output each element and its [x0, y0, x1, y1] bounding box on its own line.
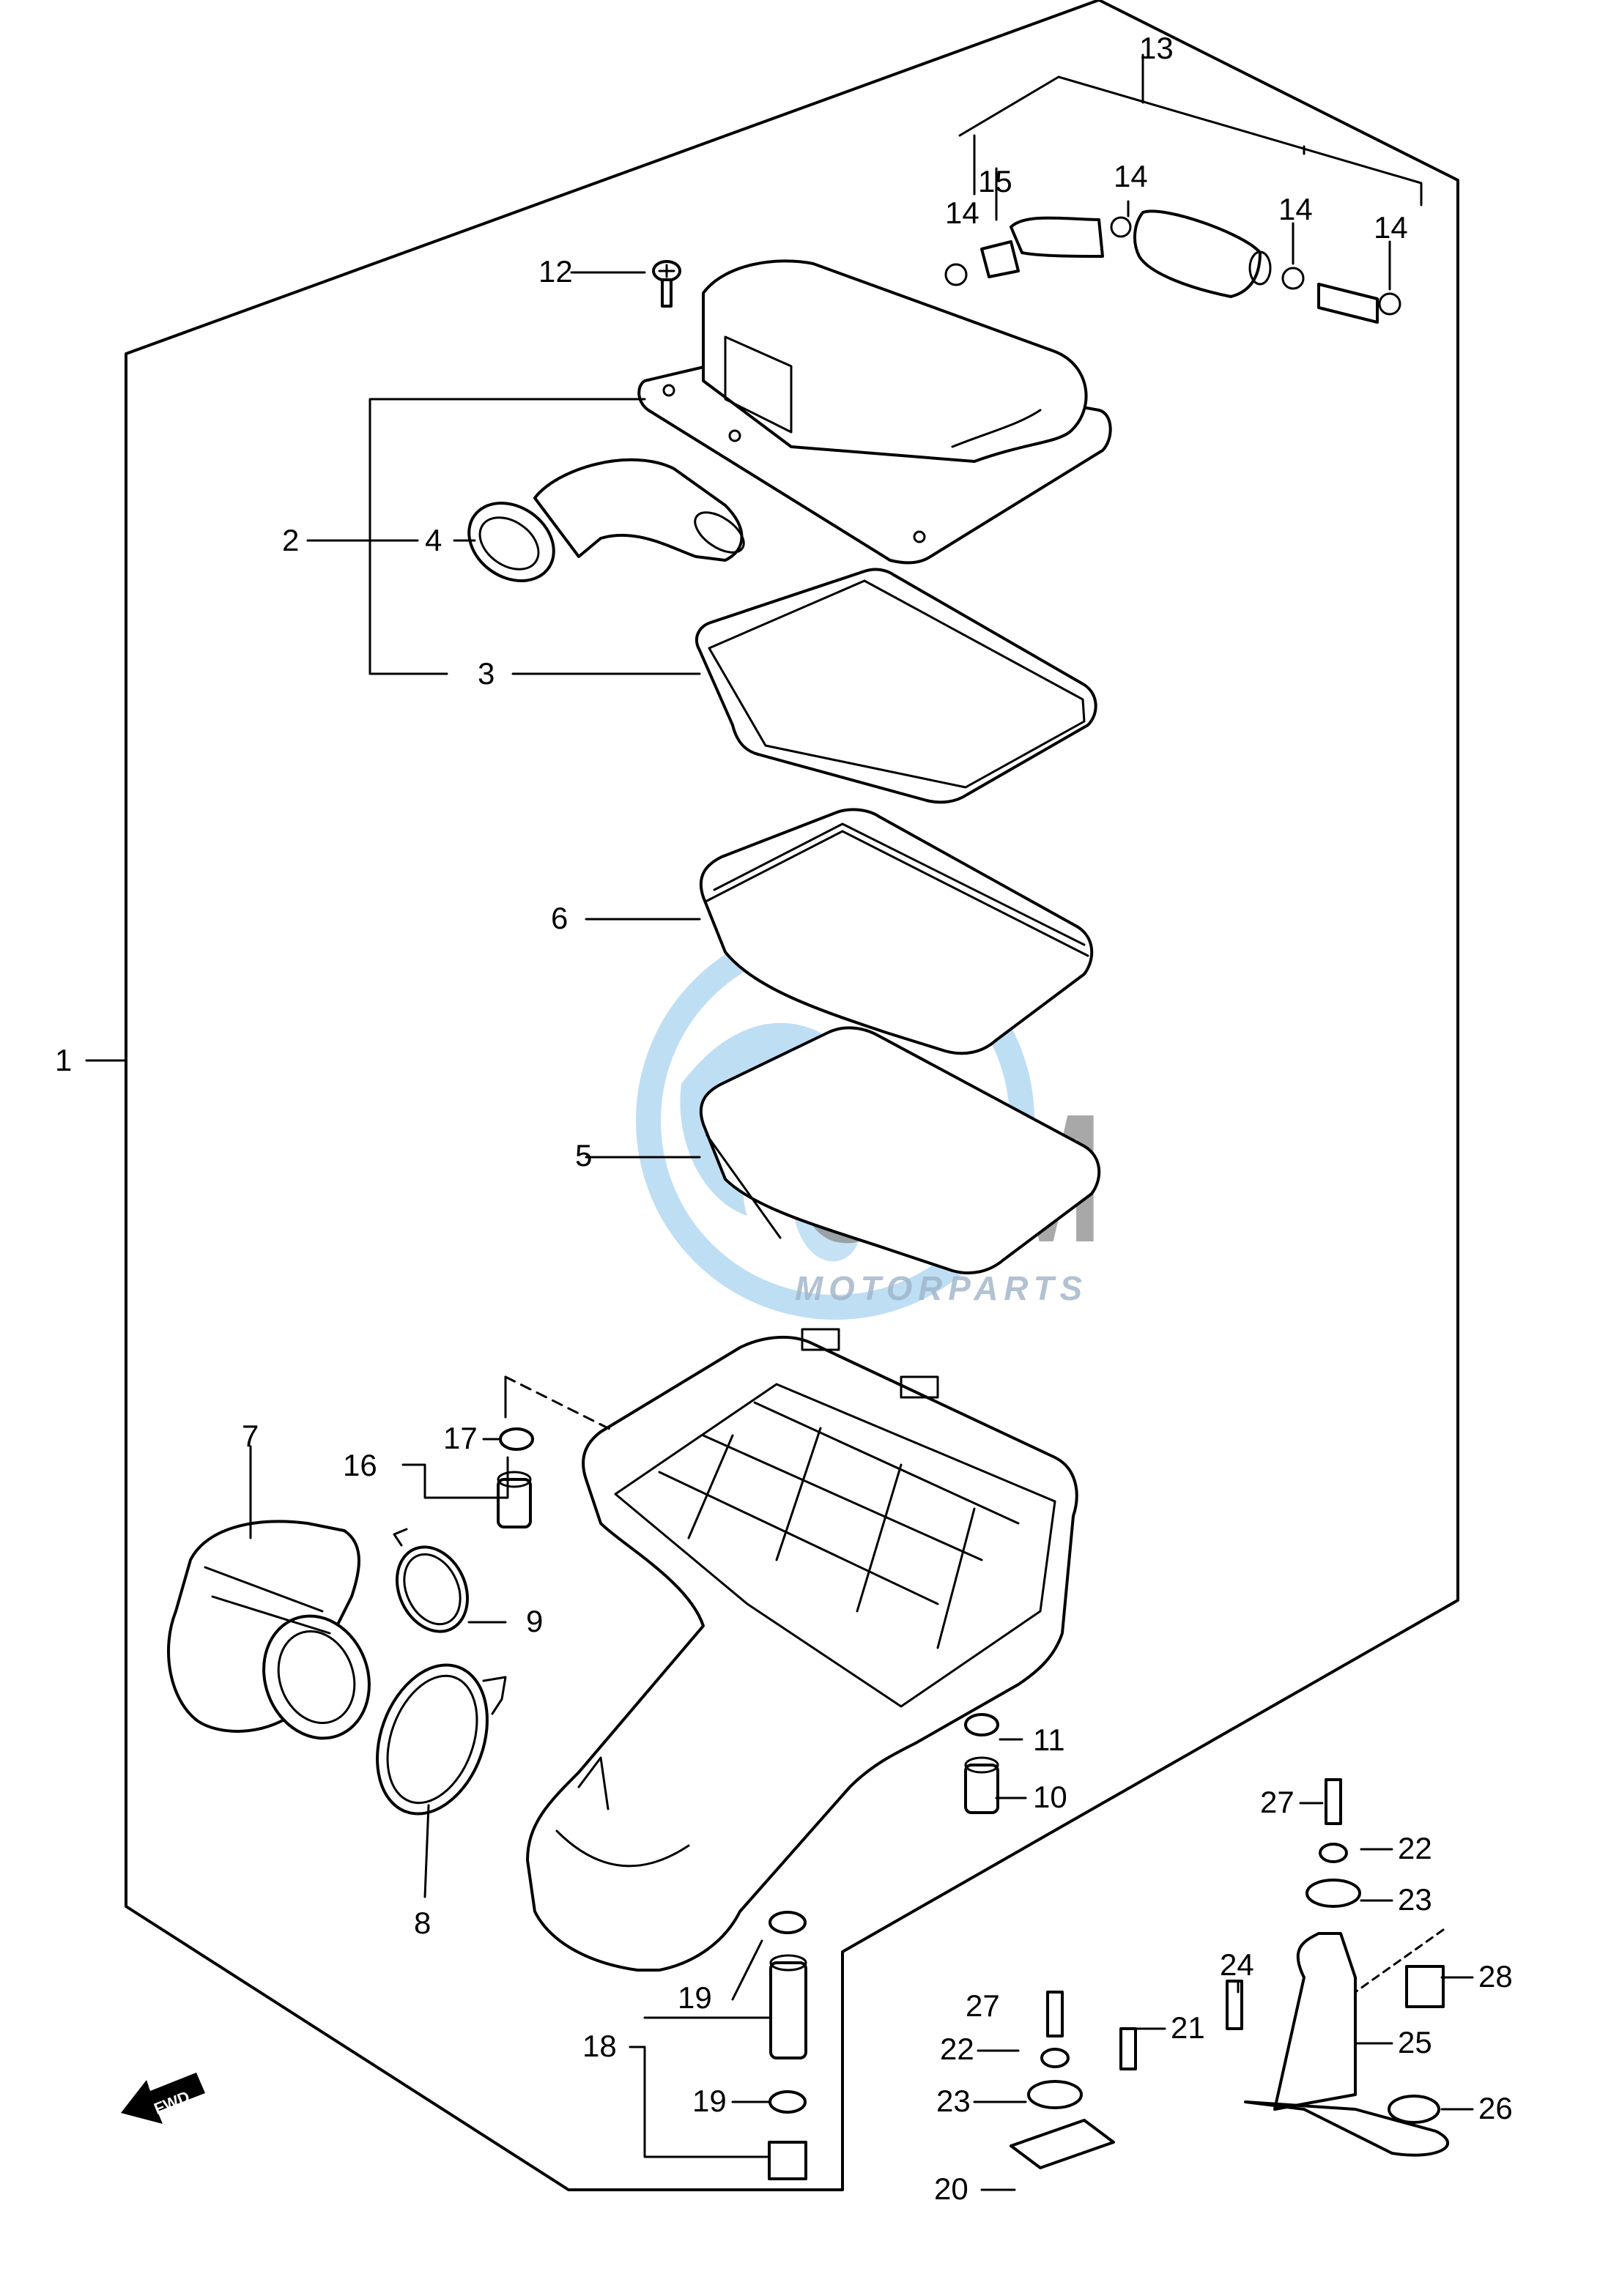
inlet-pipe — [167, 1520, 371, 1740]
breather-hose-set — [944, 209, 1401, 324]
callout-3: 3 — [478, 656, 495, 691]
callout-7: 7 — [242, 1419, 259, 1453]
callout-22b: 22 — [940, 2032, 974, 2066]
callout-27a: 27 — [1260, 1785, 1295, 1819]
callout-25: 25 — [1398, 2025, 1432, 2059]
callout-14a: 14 — [945, 196, 979, 230]
callout-4: 4 — [425, 523, 442, 557]
drain-plug-set — [768, 1911, 807, 2180]
callout-14b: 14 — [1114, 159, 1148, 193]
callout-28: 28 — [1478, 1959, 1513, 1994]
callout-8: 8 — [414, 1906, 431, 1940]
clamp-large — [376, 1663, 507, 1816]
callout-15: 15 — [978, 164, 1012, 198]
callout-11: 11 — [1033, 1723, 1065, 1757]
callout-10: 10 — [1033, 1780, 1067, 1814]
callout-27b: 27 — [966, 1988, 1000, 2023]
clamp-small — [393, 1528, 470, 1633]
callout-20: 20 — [934, 2171, 968, 2206]
callout-23b: 23 — [936, 2084, 971, 2118]
assembly-outline — [125, 0, 1459, 2191]
callout-14c: 14 — [1278, 192, 1313, 226]
callout-19a: 19 — [678, 1980, 712, 2015]
air-cleaner-case — [526, 1328, 1078, 1972]
callout-12: 12 — [538, 254, 573, 289]
callout-14d: 14 — [1374, 210, 1408, 245]
callout-numbers: 1 2 3 4 5 6 7 8 9 10 11 12 13 14 14 14 1… — [55, 31, 1513, 2206]
callout-2: 2 — [282, 523, 299, 557]
callout-26: 26 — [1478, 2091, 1513, 2125]
callout-16: 16 — [343, 1448, 377, 1482]
callout-19b: 19 — [692, 2084, 727, 2118]
bracket-hardware — [1010, 1778, 1449, 2169]
callout-5: 5 — [575, 1138, 592, 1173]
callout-1: 1 — [55, 1043, 72, 1077]
collar-10 — [964, 1713, 999, 1814]
callout-13: 13 — [1139, 31, 1174, 65]
forward-arrow-icon: FWD — [121, 2073, 205, 2124]
callout-18: 18 — [582, 2029, 617, 2063]
collar-17 — [497, 1427, 534, 1528]
callout-6: 6 — [551, 901, 568, 935]
callout-9: 9 — [526, 1604, 543, 1638]
callout-17: 17 — [443, 1421, 478, 1455]
filter-element — [699, 1026, 1101, 1274]
inlet-duct — [467, 458, 745, 583]
callout-23a: 23 — [1398, 1882, 1432, 1917]
element-frame — [699, 808, 1094, 1055]
watermark-sub: MOTORPARTS — [795, 1269, 1088, 1307]
callout-24: 24 — [1220, 1947, 1254, 1982]
leader-lines — [85, 53, 1474, 2191]
callout-21: 21 — [1171, 2010, 1205, 2045]
gasket — [695, 568, 1097, 804]
callout-22a: 22 — [1398, 1831, 1432, 1865]
screw — [652, 260, 681, 308]
